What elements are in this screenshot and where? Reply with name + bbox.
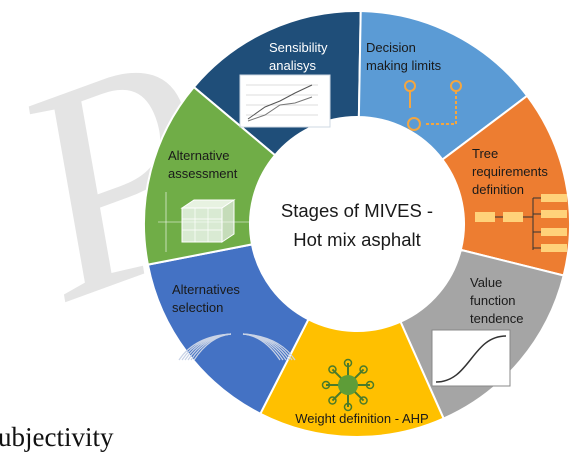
flow-arrows-icon	[404, 80, 462, 131]
center-title-line2: Hot mix asphalt	[293, 229, 421, 250]
segment-label-alternatives-selection: Alternatives	[172, 282, 240, 297]
stage-icons	[158, 74, 567, 412]
stage-labels: Sensibility analisys Decision making limits…	[168, 40, 548, 426]
s-curve-icon	[431, 329, 511, 387]
cube-matrix-icon	[158, 192, 252, 252]
segment-label-value-function: tendence	[470, 311, 524, 326]
segment-label-sensibility: analisys	[269, 58, 316, 73]
segment-label-decision-limits: Decision	[366, 40, 416, 55]
center-title-line1: Stages of MIVES -	[281, 200, 433, 221]
segment-label-tree-requirements: Tree	[472, 146, 498, 161]
road-sections-icon	[178, 333, 296, 361]
segment-label-tree-requirements: requirements	[472, 164, 548, 179]
segment-label-alternative-assessment: Alternative	[168, 148, 229, 163]
hub-nodes-icon	[321, 358, 375, 412]
line-chart-icon	[239, 74, 331, 128]
segment-label-weight-definition: Weight definition - AHP	[295, 411, 428, 426]
tree-diagram-icon	[475, 194, 567, 252]
segment-label-value-function: function	[470, 293, 516, 308]
partial-body-text: ubjectivity	[0, 422, 114, 452]
segment-label-sensibility: Sensibility	[269, 40, 328, 55]
segment-label-tree-requirements: definition	[472, 182, 524, 197]
segment-label-alternatives-selection: selection	[172, 300, 223, 315]
segment-label-value-function: Value	[470, 275, 502, 290]
center-hole	[250, 117, 464, 331]
segment-label-decision-limits: making limits	[366, 58, 442, 73]
segment-label-alternative-assessment: assessment	[168, 166, 238, 181]
